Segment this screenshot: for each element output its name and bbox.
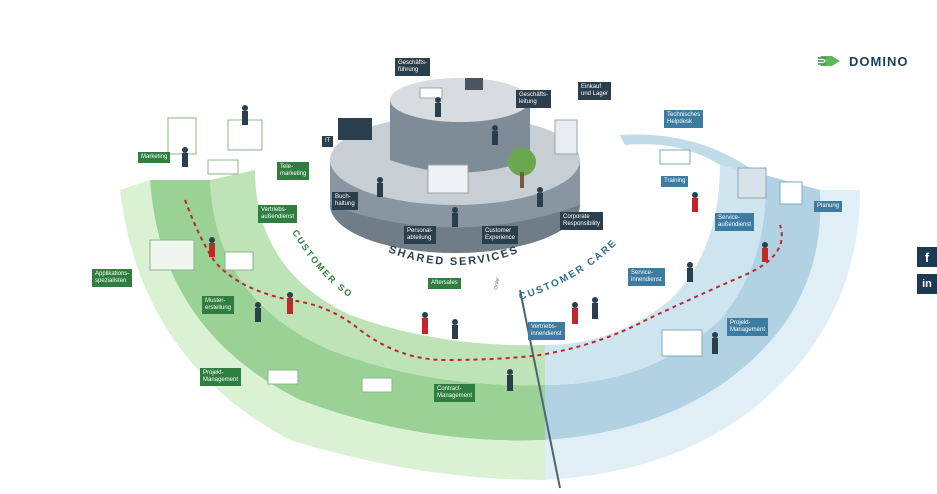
label-vertriebsaussendienst: Vertriebs- außendienst [258, 205, 298, 223]
label-it: IT [322, 136, 334, 147]
label-projekt-management-solutions: Projekt- Management [200, 368, 242, 386]
customer-solutions-inner-band [210, 170, 545, 386]
label-training: Training [661, 176, 689, 187]
section-divider [519, 289, 561, 489]
label-vertriebsinnendienst: Vertriebs- innendienst [528, 322, 565, 340]
linkedin-button[interactable]: in [917, 274, 937, 294]
label-serviceaussendienst: Service- außendienst [715, 213, 755, 231]
order-label: Order [493, 276, 501, 290]
label-geschaeftsleitung: Geschäfts- leitung [516, 90, 552, 108]
display-board [224, 251, 254, 271]
shared-services-tower-top [390, 78, 530, 122]
desk [419, 87, 443, 99]
machine [737, 167, 767, 199]
facebook-button[interactable]: f [917, 247, 937, 267]
label-telemarketing: Tele- marketing [277, 162, 310, 180]
domino-logo[interactable]: DOMINO [818, 52, 928, 70]
linkedin-icon: in [922, 278, 932, 290]
wall-panel [167, 117, 197, 155]
label-technisches-helpdesk: Technisches Helpdesk [664, 110, 704, 128]
calendar [779, 181, 803, 205]
desk [267, 369, 299, 385]
whiteboard [338, 118, 372, 140]
desk [465, 78, 483, 90]
label-customer-experience: Customer Experience [482, 226, 519, 244]
tree-trunk [520, 172, 524, 188]
document [661, 329, 703, 357]
domino-logo-text: DOMINO [849, 53, 909, 69]
facebook-icon: f [924, 249, 930, 265]
label-serviceinnendienst: Service- innendienst [628, 268, 665, 286]
customer-care-text: CUSTOMER CARE [518, 237, 618, 303]
label-planung: Planung [814, 201, 843, 212]
label-geschaeftsfuehrung: Geschäfts- führung [395, 58, 431, 76]
label-corporate-responsibility: Corporate Responsibility [560, 212, 604, 230]
domino-logo-icon [818, 56, 840, 66]
tree [508, 148, 536, 176]
label-contract-management: Contract- Management [434, 384, 476, 402]
customer-solutions-floor [120, 180, 545, 480]
board [427, 164, 469, 194]
customer-care-back-wall [620, 134, 760, 175]
customer-care-title: CUSTOMER CARE [518, 237, 620, 303]
label-applikationsspezialisten: Applikations- spezialisten [92, 269, 133, 287]
customer-care-floor [545, 190, 860, 480]
shelf [554, 119, 578, 155]
label-buchhaltung: Buch- haltung [332, 192, 358, 210]
customer-journey-path [184, 199, 783, 362]
label-projekt-management-care: Projekt- Management [727, 318, 769, 336]
label-einkauf-lager: Einkauf und Lager [578, 82, 612, 100]
label-mustererstellung: Muster- erstellung [202, 296, 235, 314]
display-board [149, 239, 195, 271]
label-personalabteilung: Personal- abteilung [404, 226, 436, 244]
desk [207, 159, 239, 175]
people-group [182, 97, 768, 391]
label-aftersales: Aftersales [428, 278, 461, 289]
label-marketing: Marketing [138, 152, 171, 163]
desk [659, 149, 691, 165]
desk [361, 377, 393, 393]
